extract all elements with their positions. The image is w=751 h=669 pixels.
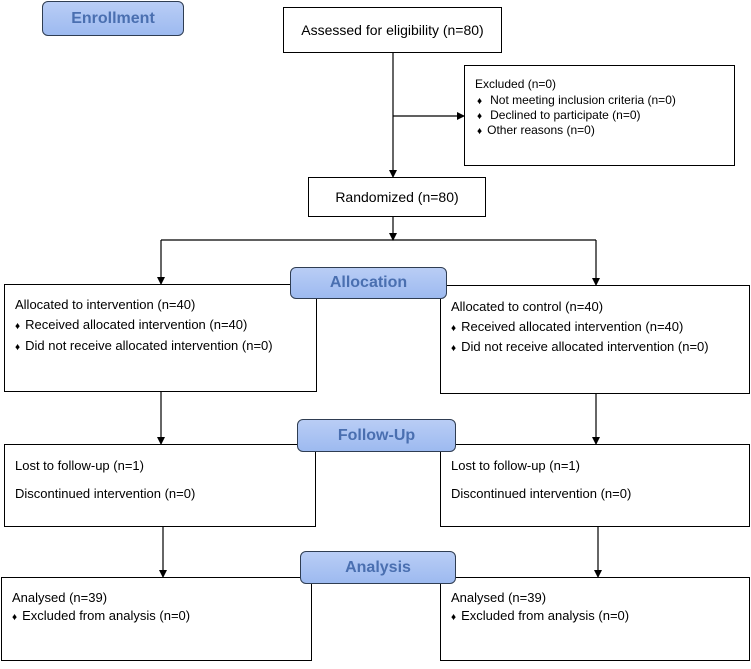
intervention-allocation-item: ♦ Did not receive allocated intervention … <box>15 338 273 353</box>
diamond-bullet-icon: ♦ <box>15 342 21 353</box>
diamond-bullet-icon: ♦ <box>15 321 21 332</box>
diamond-bullet-icon: ♦ <box>451 612 457 623</box>
excluded-item: ♦ Declined to participate (n=0) <box>477 108 641 122</box>
intervention-discontinued-text: Discontinued intervention (n=0) <box>15 486 196 501</box>
intervention-lost-text: Lost to follow-up (n=1) <box>15 458 144 473</box>
control-allocation-item: ♦ Did not receive allocated intervention … <box>451 339 709 354</box>
diamond-bullet-icon: ♦ <box>451 343 457 354</box>
control-analysed-text: Analysed (n=39) <box>451 590 547 605</box>
stage-label-analysis: Analysis <box>300 551 456 584</box>
excluded-box: Excluded (n=0) ♦ Not meeting inclusion cr… <box>464 65 735 166</box>
intervention-analysis-item: ♦ Excluded from analysis (n=0) <box>12 608 190 623</box>
control-allocation-title: Allocated to control (n=40) <box>451 299 604 314</box>
stage-label-follow-up: Follow-Up <box>297 419 456 452</box>
control-allocation-item: ♦ Received allocated intervention (n=40) <box>451 319 683 334</box>
diamond-bullet-icon: ♦ <box>12 612 18 623</box>
intervention-analysis-box: Analysed (n=39) ♦ Excluded from analysis … <box>1 577 312 661</box>
intervention-followup-box: Lost to follow-up (n=1) Discontinued int… <box>4 444 316 527</box>
excluded-item-label: Not meeting inclusion criteria (n=0) <box>490 93 676 107</box>
excluded-item: ♦ Not meeting inclusion criteria (n=0) <box>477 93 676 107</box>
excluded-item-label: Other reasons (n=0) <box>487 123 595 137</box>
control-followup-box: Lost to follow-up (n=1) Discontinued int… <box>440 444 750 527</box>
control-allocation-box: Allocated to control (n=40) ♦ Received al… <box>440 285 750 394</box>
excluded-item-label: Declined to participate (n=0) <box>490 108 641 122</box>
assessed-box: Assessed for eligibility (n=80) <box>283 7 502 53</box>
analysis-item-label: Excluded from analysis (n=0) <box>461 608 630 623</box>
allocation-item-label: Did not receive allocated intervention (… <box>461 339 709 354</box>
excluded-item: ♦ Other reasons (n=0) <box>477 123 595 137</box>
excluded-title: Excluded (n=0) <box>475 77 557 91</box>
diamond-bullet-icon: ♦ <box>477 111 483 122</box>
intervention-allocation-item: ♦ Received allocated intervention (n=40) <box>15 317 247 332</box>
intervention-allocation-title: Allocated to intervention (n=40) <box>15 297 196 312</box>
control-analysis-box: Analysed (n=39) ♦ Excluded from analysis … <box>440 577 750 661</box>
control-analysis-item: ♦ Excluded from analysis (n=0) <box>451 608 629 623</box>
diamond-bullet-icon: ♦ <box>451 323 457 334</box>
allocation-item-label: Received allocated intervention (n=40) <box>25 317 248 332</box>
stage-label-enrollment: Enrollment <box>42 1 184 36</box>
stage-label-allocation: Allocation <box>290 267 447 299</box>
allocation-item-label: Received allocated intervention (n=40) <box>461 319 684 334</box>
randomized-box: Randomized (n=80) <box>308 177 486 217</box>
control-lost-text: Lost to follow-up (n=1) <box>451 458 580 473</box>
assessed-text: Assessed for eligibility (n=80) <box>301 22 484 38</box>
intervention-allocation-box: Allocated to intervention (n=40) ♦ Receiv… <box>4 284 317 392</box>
randomized-text: Randomized (n=80) <box>335 189 459 205</box>
diamond-bullet-icon: ♦ <box>477 96 483 107</box>
allocation-item-label: Did not receive allocated intervention (… <box>25 338 273 353</box>
analysis-item-label: Excluded from analysis (n=0) <box>22 608 191 623</box>
diamond-bullet-icon: ♦ <box>477 126 483 137</box>
intervention-analysed-text: Analysed (n=39) <box>12 590 108 605</box>
control-discontinued-text: Discontinued intervention (n=0) <box>451 486 632 501</box>
